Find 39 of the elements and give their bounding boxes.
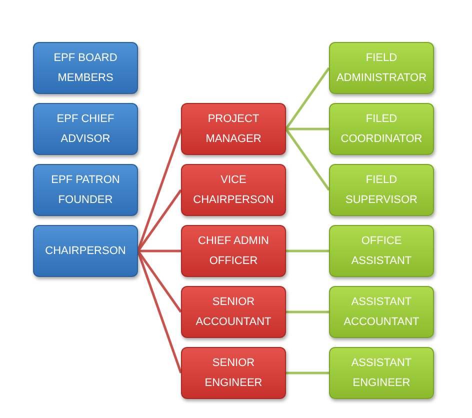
role-box — [329, 42, 434, 94]
role-title: EPF CHIEF ADVISOR — [56, 112, 116, 147]
role-title: FILED COORDINATOR — [340, 112, 424, 147]
connector-line — [286, 372, 329, 374]
role-title: SENIOR ACCOUNTANT — [194, 295, 272, 330]
role-box — [33, 42, 138, 94]
role-title: FIELD SUPERVISOR — [344, 173, 418, 208]
role-title: PROJECT MANAGER — [204, 112, 262, 147]
role-box — [181, 103, 286, 155]
role-title: FIELD ADMINISTRATOR — [335, 51, 428, 86]
role-title: CHAIRPERSON — [45, 244, 126, 259]
connector-line — [138, 250, 181, 252]
role-box — [329, 103, 434, 155]
connector-line — [286, 250, 329, 252]
role-title: EPF PATRON FOUNDER — [50, 173, 121, 208]
connector-line — [284, 67, 330, 130]
connector-line — [136, 189, 182, 252]
role-box — [33, 164, 138, 216]
role-title: SENIOR ENGINEER — [204, 356, 264, 391]
role-box — [329, 286, 434, 338]
role-box — [181, 225, 286, 277]
role-title: CHIEF ADMIN OFFICER — [197, 234, 270, 269]
connector-line — [284, 128, 330, 191]
role-title: ASSISTANT ACCOUNTANT — [342, 295, 420, 330]
role-box — [329, 225, 434, 277]
role-title: VICE CHAIRPERSON — [192, 173, 275, 208]
connector-line — [136, 250, 182, 313]
connector-line — [286, 128, 329, 130]
role-box — [181, 164, 286, 216]
role-box — [181, 286, 286, 338]
role-box — [181, 347, 286, 399]
role-title: EPF BOARD MEMBERS — [52, 51, 118, 86]
connector-line — [286, 310, 329, 314]
role-box — [329, 164, 434, 216]
role-box — [33, 225, 138, 277]
role-box — [329, 347, 434, 399]
role-box — [33, 103, 138, 155]
role-title: ASSISTANT ENGINEER — [350, 356, 413, 391]
role-title: OFFICE ASSISTANT — [350, 234, 413, 269]
